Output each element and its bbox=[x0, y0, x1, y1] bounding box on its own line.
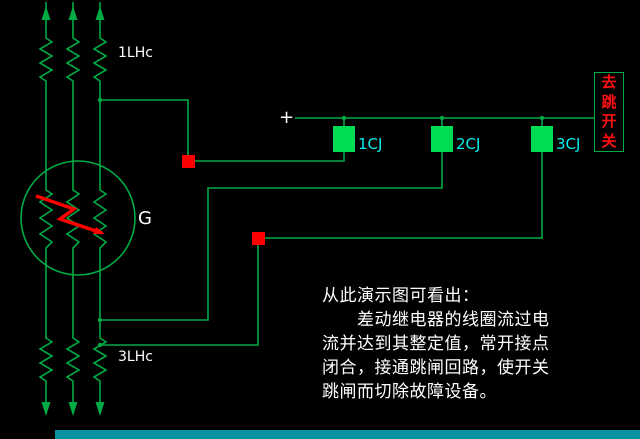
label-top-ct: 1LHc bbox=[118, 45, 153, 61]
relay-coil-1cj bbox=[333, 126, 355, 152]
junction-dot bbox=[97, 342, 103, 348]
current-arrows bbox=[41, 6, 105, 416]
player-progress-bar[interactable] bbox=[55, 430, 640, 439]
phase-wire bbox=[65, 2, 81, 414]
trip-box-char: 关 bbox=[601, 131, 617, 150]
label-generator: G bbox=[138, 208, 152, 229]
fault-lightning-icon bbox=[35, 194, 105, 235]
relay2-loop-wire bbox=[100, 152, 443, 321]
caption-line: 跳闸而切除故障设备。 bbox=[322, 382, 497, 402]
label-plus: + bbox=[279, 107, 294, 128]
current-arrow-up-icon bbox=[41, 6, 51, 20]
label-relay-1cj: 1CJ bbox=[358, 135, 382, 153]
closed-contact-indicator bbox=[252, 232, 265, 245]
trip-switch-box: 去 跳 开 关 bbox=[594, 72, 624, 152]
caption-text: 从此演示图可看出： 差动继电器的线圈流过电 流并达到其整定值，常开接点 闭合，接… bbox=[322, 284, 622, 404]
junction-dot bbox=[97, 317, 103, 323]
relay-coil-3cj bbox=[531, 126, 553, 152]
relay-coil-2cj bbox=[431, 126, 453, 152]
current-arrow-up-icon bbox=[95, 6, 105, 20]
caption-line: 差动继电器的线圈流过电 bbox=[322, 310, 550, 330]
label-bottom-ct: 3LHc bbox=[118, 349, 153, 365]
current-arrow-down-icon bbox=[68, 402, 78, 416]
relay-coils bbox=[333, 126, 553, 152]
current-arrow-down-icon bbox=[95, 402, 105, 416]
generator-circle bbox=[20, 160, 136, 276]
current-arrow-up-icon bbox=[68, 6, 78, 20]
caption-line: 闭合，接通跳闸回路，使开关 bbox=[322, 358, 550, 378]
phase-wire bbox=[92, 2, 108, 414]
junction-dot bbox=[97, 97, 103, 103]
closed-contact-indicator bbox=[182, 155, 195, 168]
label-relay-3cj: 3CJ bbox=[556, 135, 580, 153]
trip-box-char: 去 bbox=[601, 73, 617, 92]
relay1-loop-wire bbox=[100, 99, 345, 162]
phase-wires bbox=[38, 2, 108, 414]
caption-line: 流并达到其整定值，常开接点 bbox=[322, 334, 550, 354]
junction-dot bbox=[439, 115, 445, 121]
junction-dot bbox=[539, 115, 545, 121]
trip-box-char: 开 bbox=[601, 112, 617, 131]
caption-line: 从此演示图可看出： bbox=[322, 286, 480, 306]
dc-bus bbox=[295, 115, 594, 126]
phase-wire bbox=[38, 2, 54, 414]
current-arrow-down-icon bbox=[41, 402, 51, 416]
trip-box-char: 跳 bbox=[601, 92, 617, 111]
junction-dot bbox=[341, 115, 347, 121]
label-relay-2cj: 2CJ bbox=[456, 135, 480, 153]
